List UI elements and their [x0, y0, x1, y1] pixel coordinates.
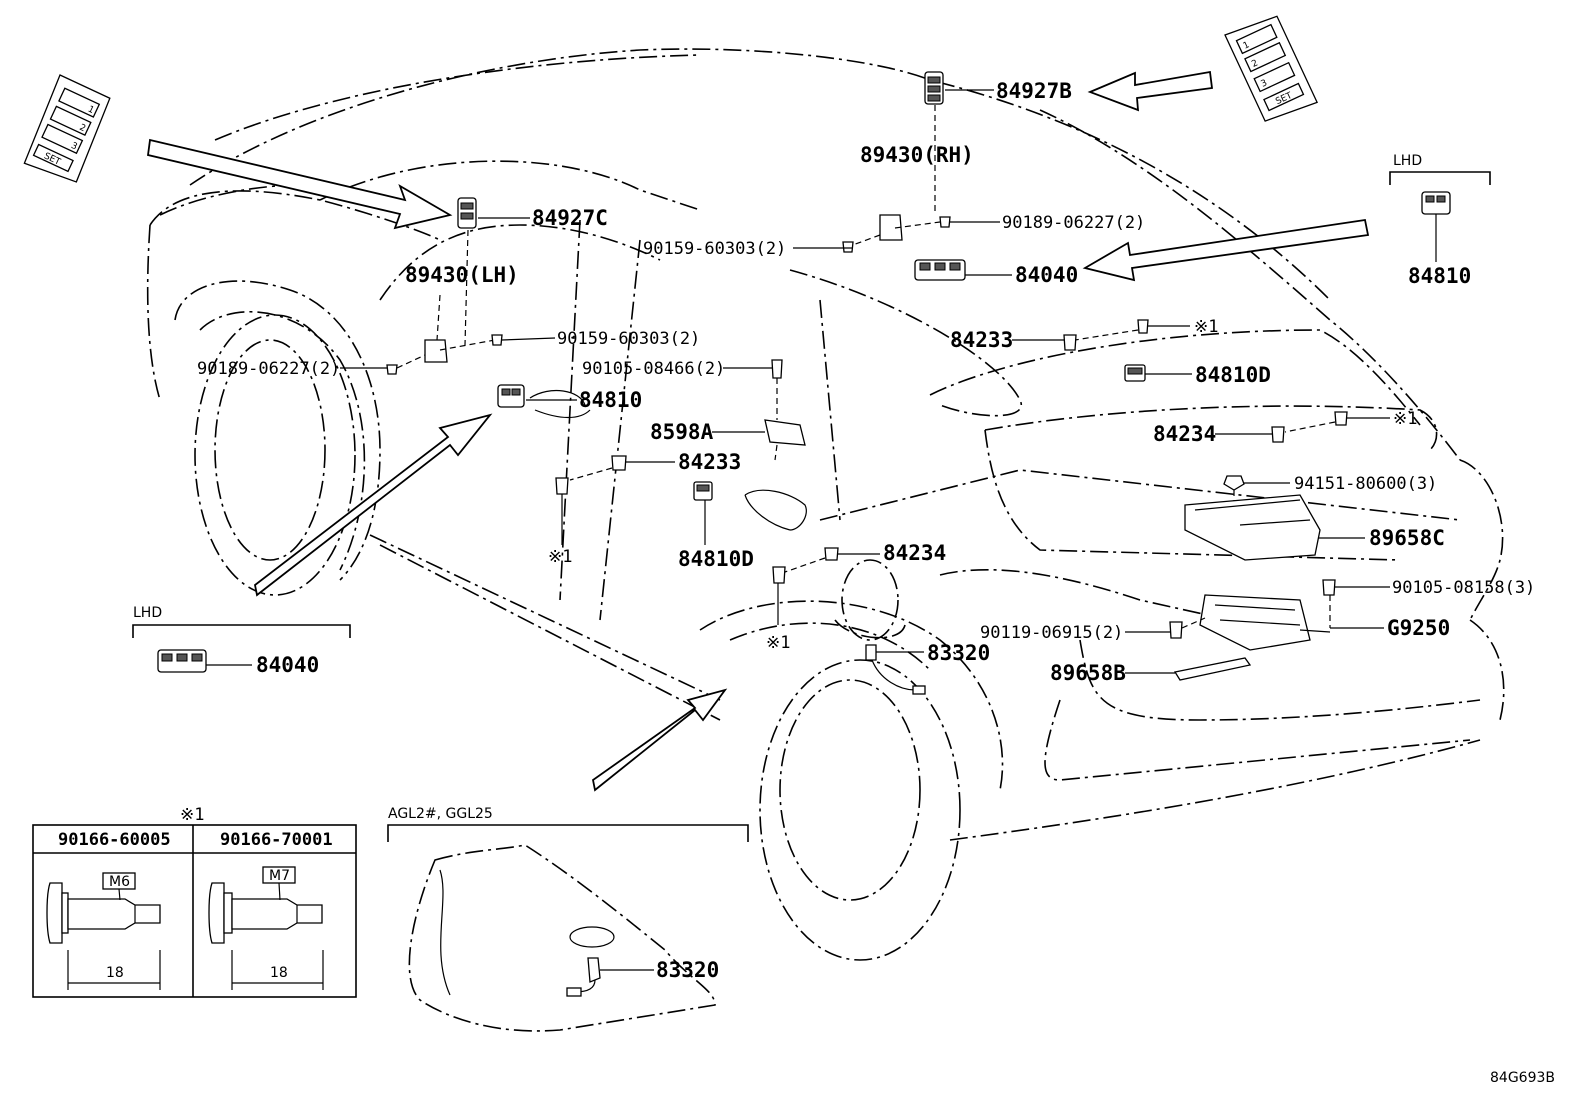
label-84233-mid: 84233: [678, 450, 741, 474]
label-90159-rh: 90159-60303(2): [643, 239, 786, 259]
label-83320-inset: 83320: [656, 958, 719, 982]
switch-left-key-1: 1: [86, 105, 95, 116]
part-84927B: [924, 71, 944, 105]
label-84927C: 84927C: [532, 206, 608, 230]
label-90159-lh: 90159-60303(2): [557, 329, 700, 349]
part-84810D-mid: [693, 481, 713, 501]
lhd-bracket-left: LHD: [132, 605, 351, 638]
part-84810-mid: [497, 384, 525, 408]
bolt-90166-60005-icon: [46, 882, 161, 944]
label-89430LH: 89430(LH): [405, 263, 519, 287]
lhd-label-right: LHD: [1393, 153, 1422, 169]
car-body-outline: [146, 48, 1505, 961]
label-8598A: 8598A: [650, 420, 714, 444]
label-84040-rh: 84040: [1015, 263, 1078, 287]
part-84810D-rt: [1124, 364, 1146, 382]
fastener-table-title: ※1: [180, 805, 204, 825]
switch-left-key-3: 3: [69, 141, 78, 152]
fastener-table: ※1 90166-60005 90166-70001 M6 18 M7: [32, 805, 357, 998]
diagram-code: 84G693B: [1490, 1070, 1555, 1086]
indicator-arrows: [147, 70, 1370, 792]
callout-labels: 84927B 89430(RH) 90189-06227(2) 90159-60…: [197, 79, 1535, 685]
agl-inset-title: AGL2#, GGL25: [388, 806, 493, 822]
label-note-1c: ※1: [1194, 317, 1218, 337]
part-84810-top: [1421, 191, 1451, 215]
part-89430RH: [879, 214, 903, 241]
label-84810D-rt: 84810D: [1195, 363, 1271, 387]
switch-panel-right: 1 2 3 SET: [1224, 15, 1318, 122]
arrow-to-84927C: [147, 138, 453, 230]
label-84810-top: 84810: [1408, 264, 1471, 288]
label-84927B: 84927B: [996, 79, 1072, 103]
switch-panel-left: 1 2 3 SET: [23, 74, 111, 183]
switch-right-key-1: 1: [1242, 40, 1251, 51]
label-90105-08466: 90105-08466(2): [582, 359, 725, 379]
fastener-col-1: 90166-60005: [58, 830, 171, 850]
arrow-from-lhd-84040: [254, 413, 493, 597]
arrow-from-lower-inset: [592, 688, 728, 792]
label-84234-mid: 84234: [883, 541, 946, 565]
lhd-label-left: LHD: [133, 605, 162, 621]
label-90189-lh: 90189-06227(2): [197, 359, 340, 379]
part-84040-lhd: [157, 649, 207, 673]
bolt-dim-1: 18: [106, 965, 124, 981]
fastener-col-2: 90166-70001: [220, 830, 333, 850]
label-84810D-mid: 84810D: [678, 547, 754, 571]
label-90119: 90119-06915(2): [980, 623, 1123, 643]
bolt-90166-70001-icon: [208, 882, 323, 944]
label-note-1b: ※1: [766, 633, 790, 653]
switch-left-key-2: 2: [78, 123, 87, 134]
bolt-size-1: M6: [109, 874, 130, 890]
switch-right-key-2: 2: [1250, 58, 1259, 69]
label-note-1d: ※1: [1393, 409, 1417, 429]
agl-inset: AGL2#, GGL25 83320: [387, 806, 749, 1032]
label-89658C: 89658C: [1369, 526, 1445, 550]
label-90105-08158: 90105-08158(3): [1392, 578, 1535, 598]
label-84810-mid: 84810: [579, 388, 642, 412]
bolt-dim-2: 18: [270, 965, 288, 981]
arrow-to-84927B: [1087, 70, 1214, 112]
part-89658C: [1184, 494, 1321, 561]
part-84040-rh: [914, 259, 966, 281]
label-90189-rh: 90189-06227(2): [1002, 213, 1145, 233]
part-84927C: [457, 197, 477, 229]
part-89658B: [1173, 657, 1252, 681]
label-89430RH: 89430(RH): [860, 143, 974, 167]
bolt-size-2: M7: [269, 868, 290, 884]
lhd-bracket-right: LHD: [1389, 153, 1491, 185]
part-8598A: [764, 419, 806, 446]
label-84233-rt: 84233: [950, 328, 1013, 352]
arrow-to-84040-rh: [1082, 218, 1370, 282]
label-G9250: G9250: [1387, 616, 1450, 640]
label-84234-rt: 84234: [1153, 422, 1216, 446]
parts: [157, 71, 1451, 695]
label-94151: 94151-80600(3): [1294, 474, 1437, 494]
part-83320-main: [865, 644, 877, 661]
label-83320-main: 83320: [927, 641, 990, 665]
part-89430LH: [424, 339, 448, 363]
label-89658B: 89658B: [1050, 661, 1126, 685]
label-note-1a: ※1: [548, 547, 572, 567]
label-84040-lhd: 84040: [256, 653, 319, 677]
switch-right-key-3: 3: [1260, 78, 1269, 89]
